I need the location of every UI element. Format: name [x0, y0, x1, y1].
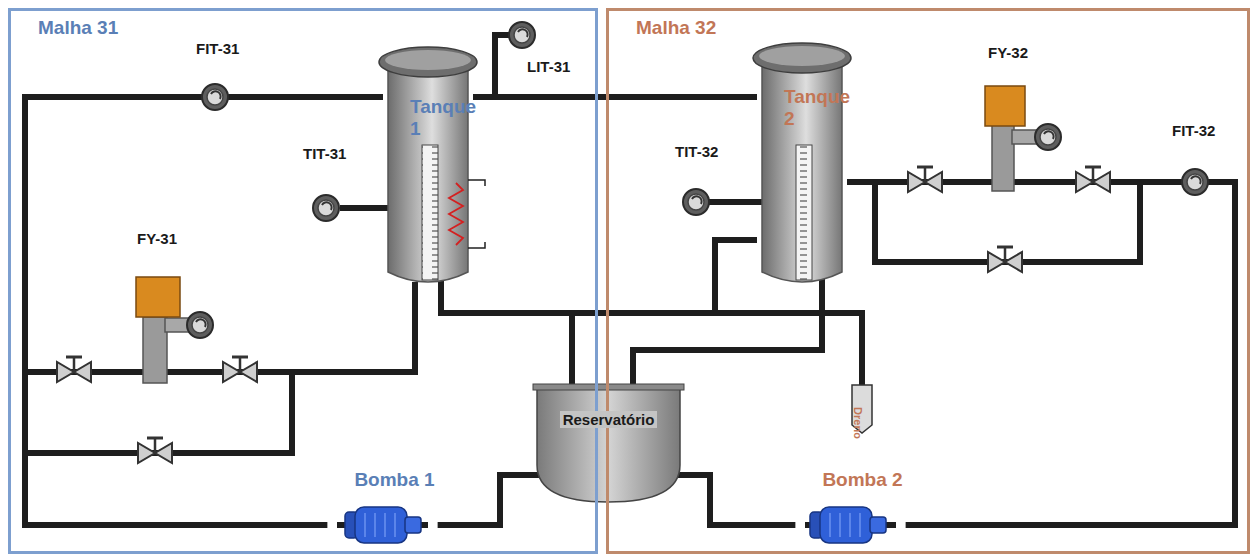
valve-positioner	[187, 312, 213, 338]
region-title: Malha 31	[8, 8, 118, 39]
hand-valve	[223, 357, 257, 382]
valve-body	[992, 125, 1014, 191]
flow-transmitter	[1182, 169, 1208, 195]
level-scale	[422, 145, 438, 280]
process-pipe	[25, 97, 380, 525]
process-pipe	[850, 182, 1235, 525]
tit31-stub	[340, 205, 388, 211]
loop-region: Malha 32 Tanque 2 DrenoBomba 2	[606, 8, 1250, 554]
tank-1-drawing	[379, 47, 485, 282]
actuator-head	[136, 277, 180, 317]
instrument-tag: FY-31	[137, 230, 177, 247]
region-title: Malha 32	[606, 8, 716, 39]
process-pipe	[633, 282, 822, 385]
node-label: Bomba 2	[792, 460, 902, 491]
level-transmitter	[509, 22, 535, 48]
hand-valve	[57, 357, 91, 382]
reservoir-body	[537, 388, 680, 502]
heater-resistor	[449, 183, 463, 245]
temperature-transmitter	[313, 195, 339, 221]
pump-motor	[345, 507, 421, 543]
tank: Tanque 1	[380, 55, 476, 282]
fy31-actuator	[136, 277, 195, 383]
node-label: Tanque 1	[380, 87, 470, 140]
reservoir-lid	[533, 384, 684, 390]
process-pipe	[441, 475, 537, 525]
tank-lid	[759, 46, 845, 66]
hand-valve	[988, 247, 1022, 272]
process-pipe	[476, 94, 754, 100]
reservoir: Reservatório	[537, 385, 680, 500]
instrument-tag: FIT-32	[1172, 122, 1215, 139]
pump: Bomba 1	[324, 458, 440, 548]
tank-lid	[385, 50, 471, 70]
actuator-head	[985, 86, 1025, 126]
tank-2-drawing	[753, 43, 851, 282]
tank-body	[388, 62, 468, 282]
instrument-tag: FIT-31	[196, 40, 239, 57]
fy32-bypass-pipe	[875, 182, 1140, 262]
instrument-tag: TIT-32	[675, 143, 718, 160]
node-label: Dreno	[852, 377, 873, 439]
tit32-stub	[708, 199, 762, 205]
fy31-bypass-pipe	[25, 372, 292, 453]
temperature-transmitter	[683, 189, 709, 215]
drain: Dreno	[851, 383, 873, 433]
lit31-tap-pipe	[495, 35, 510, 97]
fy32-actuator	[985, 86, 1040, 191]
instrument-tag: TIT-31	[303, 145, 346, 162]
pump-motor	[810, 507, 886, 543]
node-label: Reservatório	[560, 411, 658, 428]
valve-body	[143, 317, 167, 383]
pipe-network	[25, 35, 1140, 525]
instrument-tag: LIT-31	[527, 58, 570, 75]
pump: Bomba 2	[792, 458, 908, 548]
heater-bracket	[468, 180, 485, 248]
valve-positioner	[1035, 124, 1061, 150]
fy31-riser-pipe	[292, 282, 415, 372]
instrument-tag: FY-32	[988, 44, 1028, 61]
tank-lid	[753, 43, 851, 73]
tank: Tanque 2	[754, 45, 850, 282]
node-label: Tanque 2	[754, 77, 844, 130]
hand-valve	[908, 167, 942, 192]
process-pipe	[680, 475, 792, 525]
flow-transmitter	[202, 84, 228, 110]
level-scale	[796, 145, 812, 280]
node-label: Bomba 1	[324, 460, 434, 491]
hand-valve	[1076, 167, 1110, 192]
hand-valve	[138, 438, 172, 463]
loop-region: Malha 31 Tanque 1 Bomba 1	[8, 8, 598, 554]
tank-lid	[379, 47, 477, 77]
drain-header-pipe	[572, 310, 715, 316]
process-pipe	[441, 282, 572, 385]
